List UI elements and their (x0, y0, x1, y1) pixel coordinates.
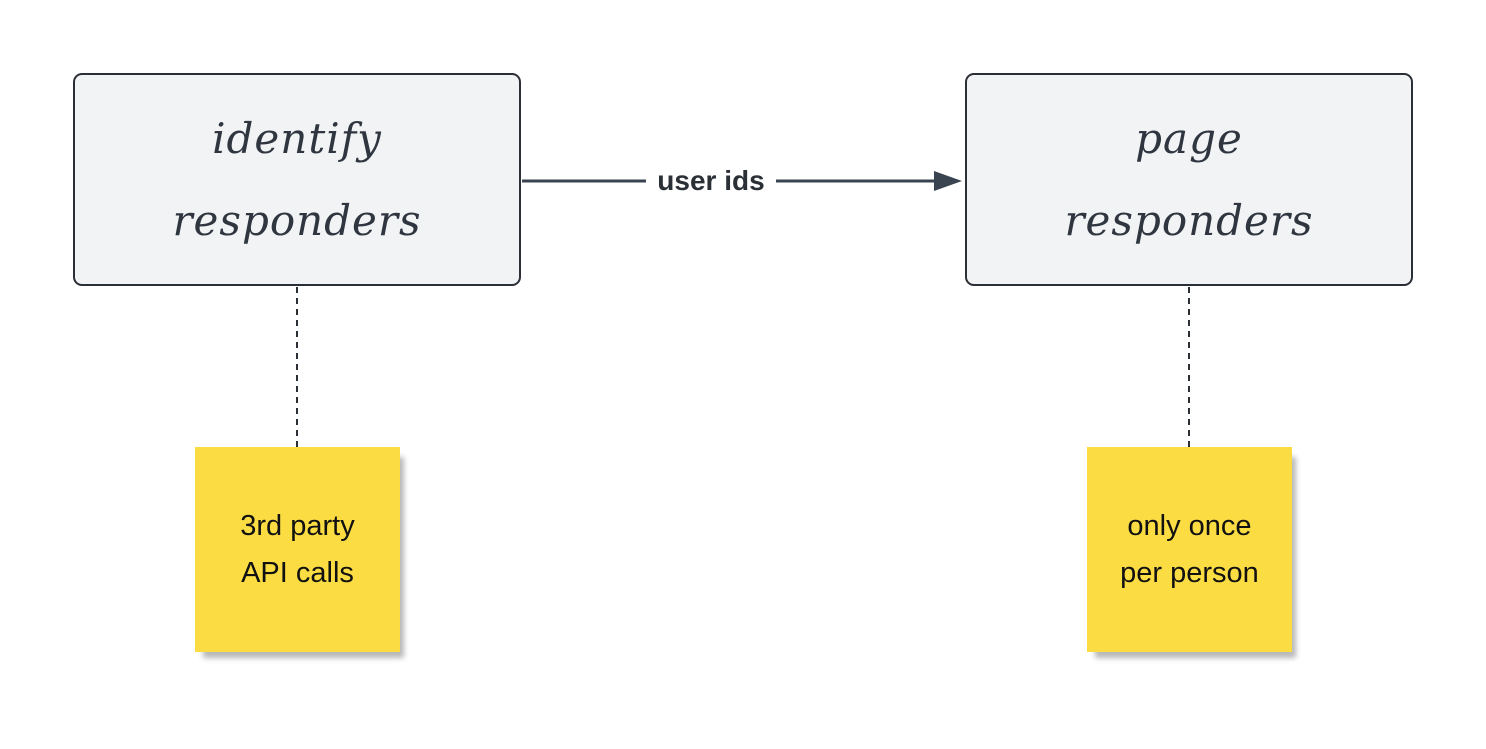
sticky-note-api-calls[interactable]: 3rd party API calls (195, 447, 400, 652)
edge-label-user-ids[interactable]: user ids (646, 163, 776, 199)
arrowhead-icon (934, 171, 962, 191)
sticky-note-text: 3rd party API calls (240, 509, 355, 589)
node-label-identify-responders: identify responders (172, 113, 422, 245)
node-identify-responders[interactable]: identify responders (73, 73, 521, 286)
node-label-page-responders: page responders (1064, 113, 1314, 245)
node-page-responders[interactable]: page responders (965, 73, 1413, 286)
sticky-note-text: only once per person (1120, 509, 1259, 589)
sticky-note-once-per-person[interactable]: only once per person (1087, 447, 1292, 652)
